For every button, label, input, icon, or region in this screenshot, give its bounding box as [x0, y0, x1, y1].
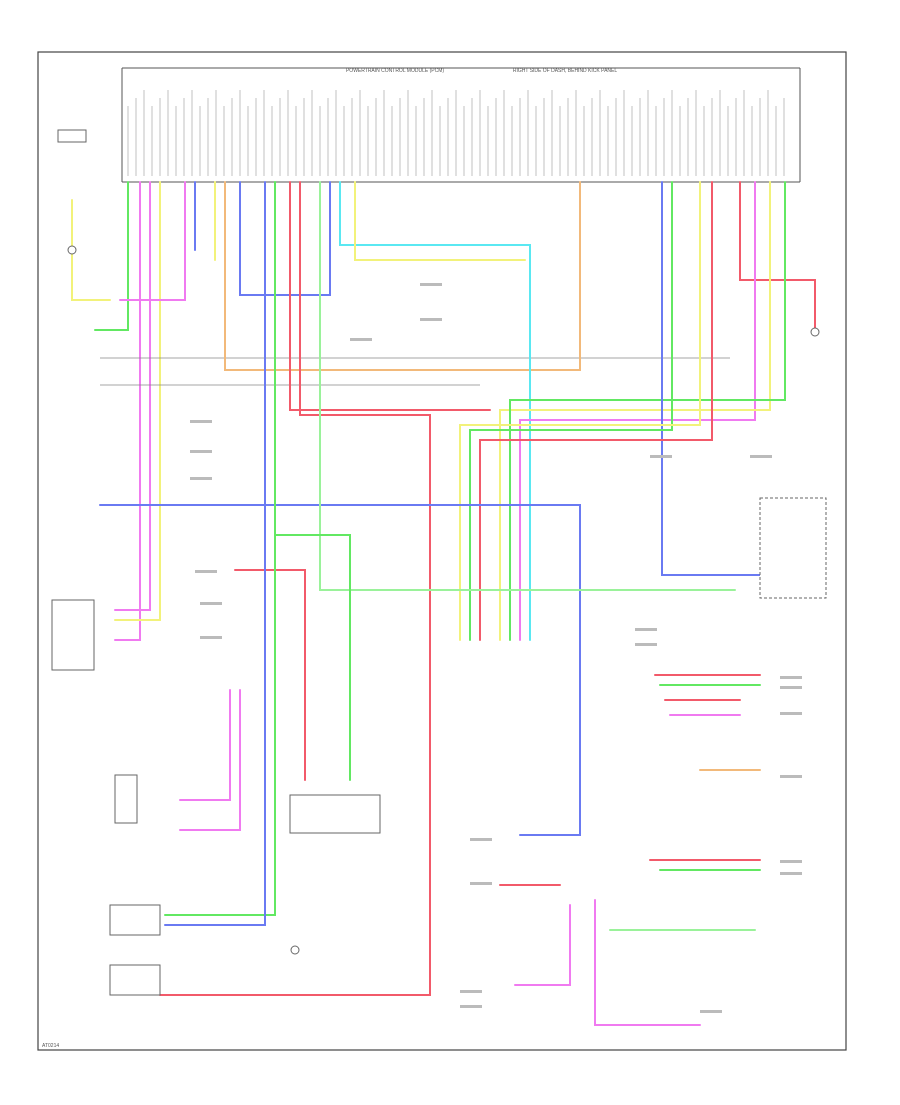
wire-magenta-1: [114, 181, 141, 641]
label-mark: [190, 420, 212, 423]
relay-center: [289, 794, 381, 834]
wire-yellow-2: [114, 181, 161, 621]
label-mark: [195, 570, 217, 573]
wire-cyan-1: [339, 181, 531, 641]
label-mark: [780, 676, 802, 679]
label-mark: [470, 838, 492, 841]
wire-blue-3: [661, 181, 761, 576]
pcm-module: POWERTRAIN CONTROL MODULE (PCM) RIGHT SI…: [121, 67, 801, 183]
wire-red-4: [479, 181, 713, 641]
wire-lightgreen-1: [319, 181, 736, 591]
switch-right: [759, 497, 827, 599]
wire-blue-4: [99, 504, 581, 836]
wire-blue-2: [239, 181, 331, 296]
label-marks: [190, 283, 802, 1013]
wire-green-3: [469, 181, 673, 641]
label-mark: [780, 686, 802, 689]
label-mark: [350, 338, 372, 341]
footer-code: AT0214: [42, 1043, 59, 1049]
wire-red-1: [289, 181, 491, 411]
label-mark: [700, 1010, 722, 1013]
wire-red-3: [739, 181, 816, 331]
label-mark: [200, 602, 222, 605]
label-mark: [780, 860, 802, 863]
ground-point-3: [810, 327, 820, 337]
label-mark: [420, 318, 442, 321]
ground-point-2: [290, 945, 300, 955]
wire-magenta-8: [514, 904, 571, 986]
wire-green-5: [164, 181, 276, 916]
components: [51, 129, 827, 996]
wire-green-1: [94, 181, 129, 331]
wire-magenta-5: [179, 689, 241, 831]
sensor-left-2: [109, 964, 161, 996]
label-mark: [780, 775, 802, 778]
wire-red-2: [159, 181, 431, 996]
ground-point-1: [67, 245, 77, 255]
sensor-left-1: [109, 904, 161, 936]
wire-yellow-4: [354, 181, 526, 261]
label-mark: [460, 990, 482, 993]
label-mark: [635, 628, 657, 631]
pcm-subtitle: RIGHT SIDE OF DASH, BEHIND KICK PANEL: [513, 68, 617, 74]
connector-left: [114, 774, 138, 824]
wire-orange-1: [224, 181, 581, 371]
wire-magenta-2: [114, 181, 151, 611]
wire-yellow-6: [459, 181, 701, 641]
wire-red-5: [234, 569, 306, 781]
pcm-title: POWERTRAIN CONTROL MODULE (PCM): [346, 68, 444, 74]
label-mark: [200, 636, 222, 639]
wire-magenta-6: [179, 689, 231, 801]
wire-magenta-9: [594, 899, 701, 1026]
wire-yellow-5: [499, 181, 771, 641]
wire-magenta-4: [519, 181, 756, 641]
label-mark: [635, 643, 657, 646]
label-mark: [460, 1005, 482, 1008]
relay-box-left: [51, 599, 95, 671]
wire-green-4: [274, 181, 351, 781]
label-mark: [420, 283, 442, 286]
label-mark: [780, 712, 802, 715]
wire-group: [71, 181, 816, 1026]
pcm-pin-marks: [127, 90, 785, 176]
wire-green-2: [509, 181, 786, 641]
label-mark: [470, 882, 492, 885]
wire-magenta-3: [119, 181, 186, 301]
label-mark: [190, 477, 212, 480]
diagram-frame: [37, 51, 847, 1051]
label-mark: [190, 450, 212, 453]
label-mark: [750, 455, 772, 458]
switch-top-left: [57, 129, 87, 143]
label-mark: [780, 872, 802, 875]
wire-yellow-1: [71, 199, 111, 301]
label-mark: [650, 455, 672, 458]
wire-blue-5: [164, 181, 266, 926]
